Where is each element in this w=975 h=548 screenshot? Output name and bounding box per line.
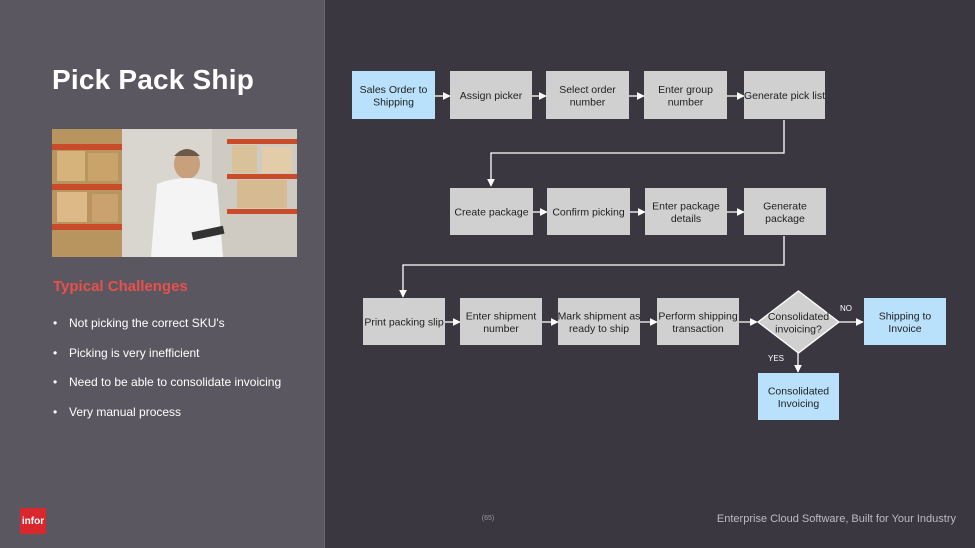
branch-yes-label: YES	[768, 354, 784, 363]
challenges-list: Not picking the correct SKU's Picking is…	[53, 316, 281, 434]
process-node	[546, 71, 629, 119]
node-label: Assign picker	[460, 90, 523, 102]
process-node	[645, 188, 727, 235]
process-node	[363, 298, 445, 345]
process-node	[744, 71, 825, 119]
footer-tagline: Enterprise Cloud Software, Built for You…	[716, 513, 956, 525]
branch-no-label: NO	[840, 304, 852, 313]
challenges-heading: Typical Challenges	[53, 278, 188, 295]
process-node	[644, 71, 727, 119]
process-node	[744, 188, 826, 235]
endpoint-node	[864, 298, 946, 345]
challenge-item: Very manual process	[53, 405, 281, 435]
node-label: Print packing slip	[364, 317, 444, 329]
infor-logo: infor	[20, 508, 46, 534]
connectors	[399, 92, 864, 373]
decision-node	[756, 290, 841, 354]
slide-title: Pick Pack Ship	[52, 64, 255, 95]
warehouse-photo	[52, 129, 297, 257]
process-node	[460, 298, 542, 345]
node-label: Generate pick list	[744, 90, 825, 102]
left-panel: Pick Pack Ship Typical Challenges	[0, 0, 325, 548]
page-number: (65)	[481, 515, 495, 522]
endpoint-node	[352, 71, 435, 119]
process-node	[657, 298, 739, 345]
process-node	[450, 188, 533, 235]
challenge-item: Picking is very inefficient	[53, 346, 281, 376]
challenge-item: Not picking the correct SKU's	[53, 316, 281, 346]
process-node	[558, 298, 640, 345]
process-node	[450, 71, 532, 119]
node-label: Confirm picking	[552, 207, 625, 219]
node-label: Create package	[454, 207, 528, 219]
endpoint-node	[758, 373, 839, 420]
challenge-item: Need to be able to consolidate invoicing	[53, 375, 281, 405]
process-node	[547, 188, 630, 235]
